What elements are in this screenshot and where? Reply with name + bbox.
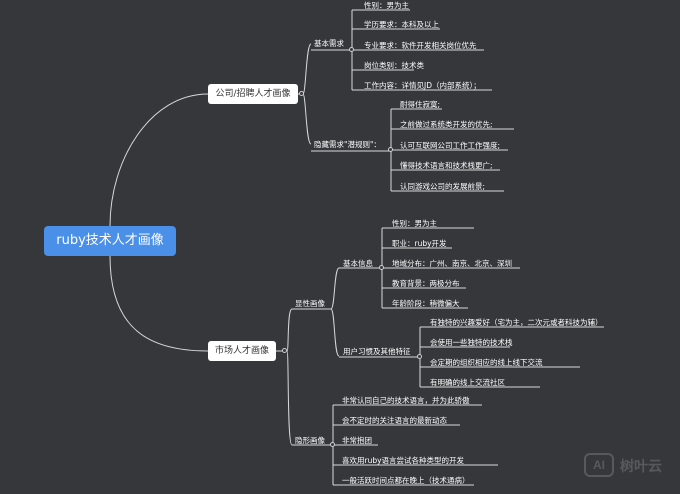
market-habits[interactable]: 用户习惯及其他特征: [343, 347, 411, 356]
collapse-toggle-market-habits[interactable]: [417, 354, 422, 359]
company-basic-item[interactable]: 岗位类别：技术类: [364, 61, 424, 70]
connector-company-basic: [302, 43, 312, 95]
connector-market-implicit: [286, 350, 293, 446]
market-basic-item[interactable]: 性别：男为主: [392, 219, 437, 228]
market-habit-item[interactable]: 会定期的组织相应的线上线下交流: [430, 358, 543, 367]
company-basic-needs[interactable]: 基本需求: [314, 39, 344, 48]
market-implicit-item[interactable]: 一般活跃时间点都在晚上（技术通病）: [342, 476, 470, 485]
collapse-toggle-company-hidden[interactable]: [388, 147, 393, 152]
collapse-toggle-market-implicit[interactable]: [330, 442, 335, 447]
market-implicit-item[interactable]: 喜欢用ruby语言尝试各种类型的开发: [342, 456, 465, 465]
company-hidden-item[interactable]: 认可互联网公司工作工作强度;: [400, 141, 501, 150]
market-basic-item[interactable]: 教育背景：两极分布: [392, 279, 460, 288]
market-habit-item[interactable]: 会使用一些独特的技术栈: [430, 338, 513, 347]
collapse-toggle-company[interactable]: [299, 91, 304, 96]
market-implicit-item[interactable]: 非常认同自己的技术语言，并为此骄傲: [342, 396, 470, 405]
market-implicit-item[interactable]: 会不定时的关注语言的最新动态: [342, 416, 447, 425]
connector-root-company: [109, 93, 209, 227]
market-profile-node[interactable]: 市场人才画像: [208, 341, 276, 361]
company-hidden-item[interactable]: 之前做过系统类开发的优先;: [400, 120, 493, 129]
market-habit-item[interactable]: 有明确的线上交流社区: [430, 378, 505, 387]
company-basic-item[interactable]: 学历要求：本科及以上: [364, 20, 439, 29]
connector-company-hidden: [302, 93, 312, 145]
company-hidden-item[interactable]: 认同游戏公司的发展前景;: [400, 182, 486, 191]
market-implicit-item[interactable]: 非常抱团: [342, 436, 372, 445]
market-basic-item[interactable]: 职业：ruby开发: [392, 239, 447, 248]
company-basic-item[interactable]: 工作内容：详情见JD（内部系统）；: [364, 81, 481, 90]
watermark-text: 树叶云: [620, 459, 662, 475]
company-profile-node[interactable]: 公司/招聘人才画像: [208, 84, 298, 104]
collapse-toggle-market-basic[interactable]: [379, 265, 384, 270]
company-hidden-item[interactable]: 耐得住寂寞;: [400, 100, 441, 109]
company-basic-item[interactable]: 专业要求：软件开发相关岗位优先: [364, 41, 477, 50]
market-implicit-profile[interactable]: 隐形画像: [295, 436, 325, 445]
connector-market-explicit: [286, 308, 293, 352]
market-habit-item[interactable]: 有独特的兴趣爱好（宅为主，二次元或者科技为辅）: [430, 318, 603, 327]
watermark-logo: AI 树叶云: [584, 449, 672, 483]
company-hidden-needs[interactable]: 隐藏需求"潜规则"：: [314, 140, 381, 149]
collapse-toggle-market[interactable]: [282, 348, 287, 353]
market-explicit-profile[interactable]: 显性画像: [295, 299, 325, 308]
company-hidden-item[interactable]: 懂得技术语言和技术栈更广;: [400, 161, 493, 170]
market-basic-info[interactable]: 基本信息: [343, 259, 373, 268]
collapse-toggle-company-basic[interactable]: [349, 47, 354, 52]
watermark-badge: AI: [584, 453, 614, 477]
connector-root-market: [109, 255, 209, 352]
company-basic-item[interactable]: 性别：男为主: [364, 1, 409, 10]
root-node[interactable]: ruby技术人才画像: [44, 226, 176, 256]
market-basic-item[interactable]: 年龄阶段：稍微偏大: [392, 299, 460, 308]
market-basic-item[interactable]: 地域分布：广州、南京、北京、深圳: [392, 259, 512, 268]
